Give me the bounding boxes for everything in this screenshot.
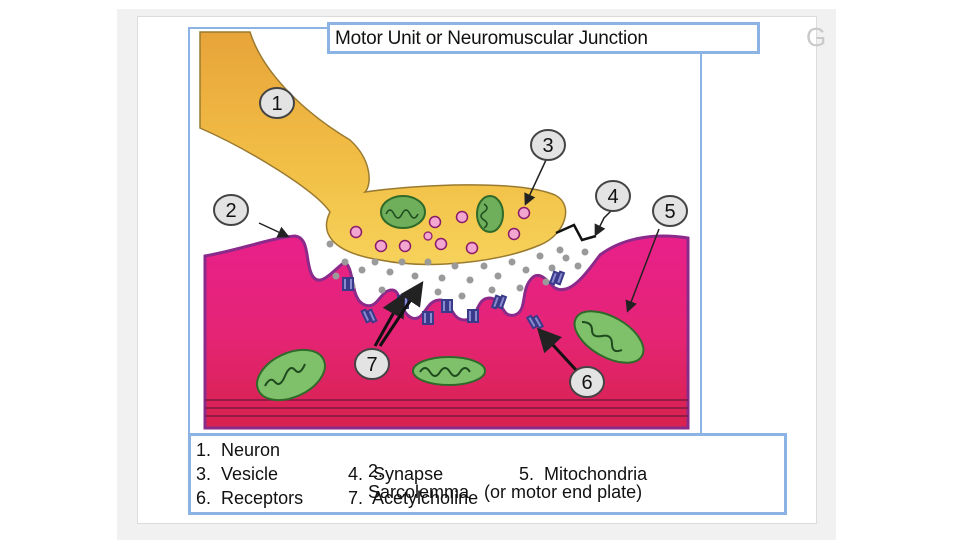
mitochondrion-cristae <box>480 203 488 229</box>
callout-badge-3: 3 <box>530 129 566 161</box>
callout-number: 3 <box>542 135 553 157</box>
pointer-5 <box>625 228 660 313</box>
legend-label: Vesicle <box>221 464 279 484</box>
receptor <box>360 308 378 324</box>
mitochondrion-cristae <box>581 321 623 353</box>
vesicle <box>455 210 469 224</box>
vesicle <box>465 241 479 255</box>
muscle-fiber <box>203 234 690 430</box>
legend-number: 6. <box>196 488 212 508</box>
vesicle <box>374 239 388 253</box>
legend-item-3: 3. Vesicle <box>196 464 278 485</box>
vesicle <box>507 227 521 241</box>
vesicle <box>349 225 363 239</box>
legend-item-6: 6. Receptors <box>196 488 303 509</box>
legend-number: 5. <box>519 464 535 484</box>
legend-label: Mitochondria <box>544 464 648 484</box>
legend-number: 4. <box>348 464 364 484</box>
callout-badge-5: 5 <box>652 195 688 227</box>
legend-number: 3. <box>196 464 212 484</box>
callout-badge-7: 7 <box>354 348 390 380</box>
callout-number: 1 <box>271 93 282 115</box>
legend-item-4: 4. Synapse <box>348 464 443 485</box>
receptor <box>441 299 453 313</box>
bold-pointers <box>373 281 578 372</box>
legend-label: Receptors <box>221 488 304 508</box>
diagram-title: Motor Unit or Neuromuscular Junction <box>335 28 648 49</box>
vesicle <box>398 239 412 253</box>
legend-label: Neuron <box>221 440 281 460</box>
receptor <box>548 270 566 286</box>
pointer-6 <box>536 327 578 372</box>
legend-label: Acetylcholine <box>372 488 479 508</box>
callout-number: 7 <box>366 354 377 376</box>
legend-item-2: 2. Sarcolemma (or motor end plate) <box>348 440 642 524</box>
legend-number: 1. <box>196 440 212 460</box>
legend-item-1: 1. Neuron <box>196 440 280 461</box>
callout-pointers <box>258 159 660 313</box>
mitochondrion <box>476 195 504 233</box>
callout-number: 6 <box>581 372 592 394</box>
pointer-7a <box>373 292 405 347</box>
mitochondrion-cristae <box>419 367 471 377</box>
receptor <box>490 294 508 310</box>
pointer-7b <box>378 281 424 347</box>
vesicle <box>423 231 433 241</box>
partial-title-glyph: G <box>806 22 827 52</box>
receptor <box>422 311 434 325</box>
legend-item-5: 5. Mitochondria <box>519 464 647 485</box>
callout-number: 5 <box>664 201 675 223</box>
pointer-2 <box>258 222 290 238</box>
muscle-mitochondria <box>256 310 645 402</box>
title-box: Motor Unit or Neuromuscular Junction <box>327 22 760 54</box>
vesicle <box>517 206 531 220</box>
vesicles <box>349 206 531 255</box>
callout-badge-2: 2 <box>213 194 249 226</box>
mitochondrion-cristae <box>385 209 419 219</box>
mitochondrion-cristae <box>264 363 306 387</box>
acetylcholine-molecules <box>326 240 589 300</box>
legend-number: 2. <box>368 461 384 481</box>
synapse-bracket <box>555 223 597 242</box>
legend-label: Sarcolemma (or motor end plate) <box>368 482 643 502</box>
vesicle <box>428 215 442 229</box>
legend-box: 1. Neuron 2. Sarcolemma (or motor end pl… <box>188 433 787 515</box>
callout-number: 2 <box>225 200 236 222</box>
callout-badge-6: 6 <box>569 366 605 398</box>
neuron-mitochondria <box>380 195 504 233</box>
legend-item-7: 7. Acetylcholine <box>348 488 478 509</box>
receptor <box>342 277 354 291</box>
legend-label: Synapse <box>373 464 444 484</box>
neuron-terminal <box>199 31 567 266</box>
pointer-4 <box>594 209 613 237</box>
callout-number: 4 <box>607 186 618 208</box>
receptor <box>525 314 545 330</box>
callout-badge-1: 1 <box>259 87 295 119</box>
legend-number: 7. <box>348 488 364 508</box>
receptor <box>467 309 479 323</box>
mitochondrion <box>256 348 326 402</box>
vesicle <box>434 237 448 251</box>
callout-badge-4: 4 <box>595 180 631 212</box>
pointer-3 <box>524 159 547 206</box>
